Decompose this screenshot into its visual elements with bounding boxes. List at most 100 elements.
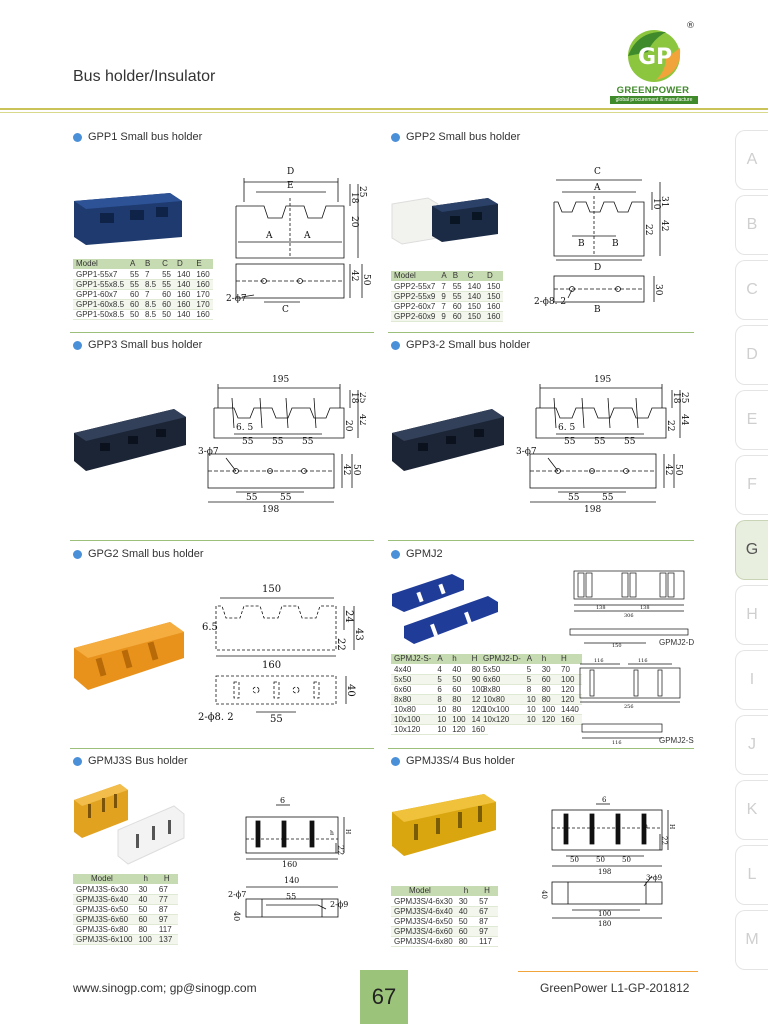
- table-header: GPMJ2-S-: [391, 654, 435, 665]
- dim-label: 22: [665, 420, 675, 431]
- gpp3-title: GPP3 Small bus holder: [88, 339, 203, 351]
- dim-r-label: 6. 5: [558, 423, 575, 433]
- tab-k[interactable]: K: [735, 780, 768, 840]
- dim-label: 10: [651, 198, 661, 210]
- tab-f[interactable]: F: [735, 455, 768, 515]
- table-header: Model: [73, 874, 136, 885]
- dim-label: 50: [596, 856, 605, 864]
- dim-h-label: H: [668, 824, 675, 829]
- tab-c[interactable]: C: [735, 260, 768, 320]
- dim-label: 18: [671, 392, 681, 404]
- dim-label: 116: [612, 740, 622, 746]
- dim-label: 6: [280, 796, 285, 805]
- tab-i[interactable]: I: [735, 650, 768, 710]
- dim-c-label: C: [594, 167, 601, 177]
- dim-hole-label: 3-ϕ7: [198, 447, 219, 457]
- dim-label: 50: [622, 856, 631, 864]
- dim-label: 50: [351, 464, 361, 476]
- gpmj2-product-photo: [392, 574, 498, 644]
- gpp2-title: GPP2 Small bus holder: [406, 131, 521, 143]
- dim-label: 22: [643, 224, 653, 235]
- dim-c-label: C: [282, 305, 289, 315]
- footer-contact[interactable]: www.sinogp.com; gp@sinogp.com: [73, 981, 257, 995]
- dim-h-small-label: h: [644, 823, 648, 830]
- dim-label: 40: [345, 684, 356, 697]
- dim-r-label: 6. 5: [236, 423, 253, 433]
- table-header: A: [127, 259, 142, 270]
- table-header: Model: [391, 886, 456, 897]
- table-header: H: [558, 654, 582, 665]
- gpmj3s4-heading: GPMJ3S/4 Bus holder: [391, 755, 515, 767]
- bullet-icon: [391, 549, 400, 559]
- gpmj2-heading: GPMJ2: [391, 548, 443, 560]
- dim-b-label: B: [594, 305, 601, 315]
- dim-r-label: 6.5: [202, 622, 218, 633]
- tab-a[interactable]: A: [735, 130, 768, 190]
- dim-label: 25: [357, 392, 366, 404]
- dim-b-label: B: [578, 239, 585, 249]
- table-header: h: [135, 874, 156, 885]
- dim-hole-label: 3-ϕ9: [646, 874, 662, 882]
- tab-h[interactable]: H: [735, 585, 768, 645]
- dim-label: 44: [679, 414, 689, 426]
- table-header: Model: [391, 271, 439, 282]
- dim-label: 22: [336, 845, 345, 855]
- greenpower-logo: GP ®: [628, 21, 695, 82]
- dim-label: 22: [335, 638, 346, 651]
- table-header: H: [476, 886, 498, 897]
- gpmj3s4-title: GPMJ3S/4 Bus holder: [406, 755, 515, 767]
- section-divider: [388, 540, 694, 541]
- bullet-icon: [73, 549, 82, 559]
- dim-label: 55: [564, 437, 576, 447]
- table-header: h: [538, 654, 559, 665]
- bullet-icon: [391, 340, 400, 350]
- gpp3-drawing: 195 6. 5 55 55 55 55 55 198 18 25 20 42 …: [198, 375, 366, 515]
- gpp3-heading: GPP3 Small bus holder: [73, 339, 202, 351]
- table-header: H: [468, 654, 488, 665]
- logo-tagline: global procurement & manufacture: [610, 96, 698, 104]
- dim-label: 31: [659, 196, 669, 207]
- dim-label: 55: [602, 493, 614, 503]
- tab-j[interactable]: J: [735, 715, 768, 775]
- dim-label: 160: [282, 860, 297, 869]
- dim-label: 42: [663, 464, 673, 475]
- dim-hole-label: 2-ϕ7: [228, 890, 246, 899]
- tab-d[interactable]: D: [735, 325, 768, 385]
- dim-label: 256: [624, 704, 634, 710]
- tab-b[interactable]: B: [735, 195, 768, 255]
- tab-g[interactable]: G: [735, 520, 768, 580]
- tab-m[interactable]: M: [735, 910, 768, 970]
- table-header: A: [438, 271, 450, 282]
- section-divider: [70, 332, 374, 333]
- gpg2-title: GPG2 Small bus holder: [88, 548, 204, 560]
- dim-hole-label: 2-ϕ8. 2: [198, 712, 234, 723]
- tab-e[interactable]: E: [735, 390, 768, 450]
- footer-divider: [518, 971, 698, 972]
- dim-label: 55: [568, 493, 580, 503]
- dim-label: 180: [598, 920, 611, 928]
- dim-mid-label: 160: [262, 660, 281, 671]
- dim-label: 18: [349, 392, 359, 404]
- dim-hole-label: 3-ϕ7: [516, 447, 537, 457]
- dim-label: 138: [640, 605, 650, 611]
- dim-a-label: A: [265, 231, 273, 241]
- dim-label: 198: [598, 868, 611, 876]
- tab-l[interactable]: L: [735, 845, 768, 905]
- dim-label: 55: [272, 437, 284, 447]
- footer-code: GreenPower L1-GP-201812: [540, 981, 690, 995]
